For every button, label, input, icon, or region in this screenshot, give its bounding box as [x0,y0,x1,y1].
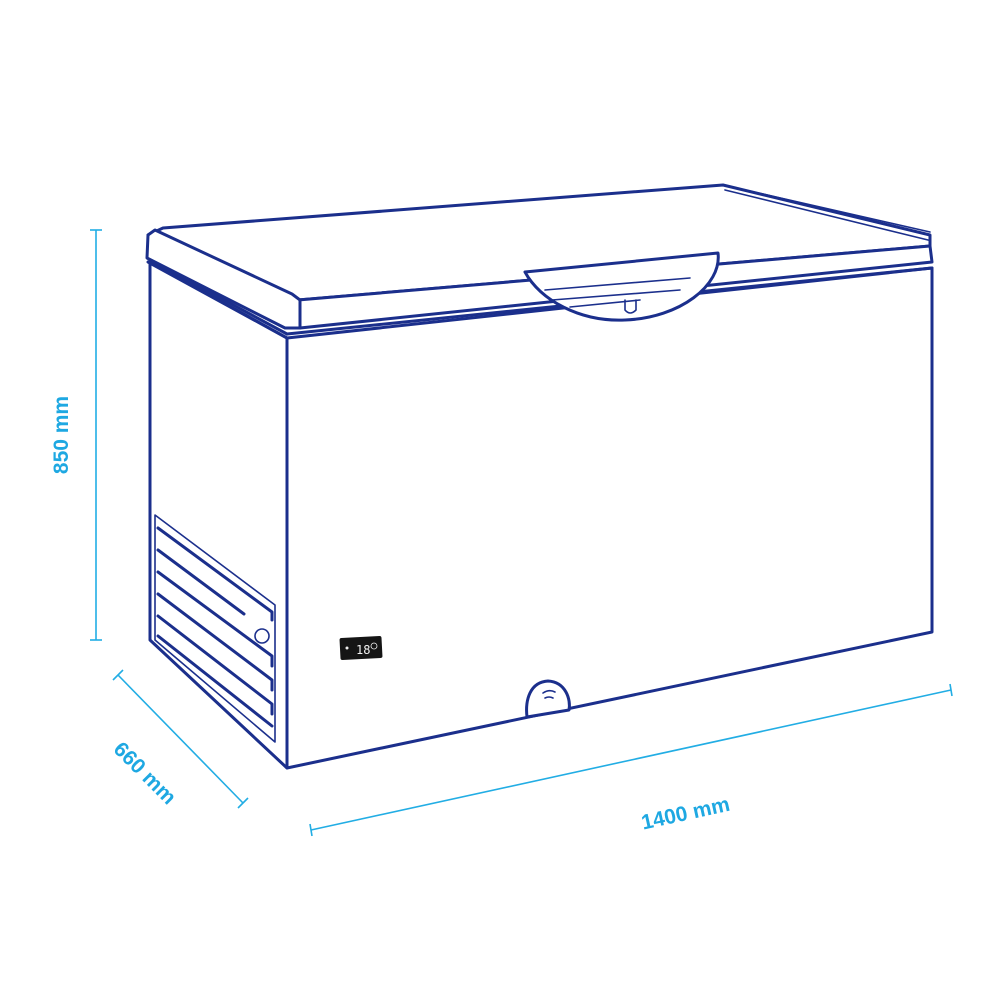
lid-handle [523,251,720,322]
depth-dimension [112,669,249,809]
height-dimension [90,229,102,641]
height-label: 850 mm [50,396,73,474]
width-dimension [309,683,953,837]
body-front-face [285,266,934,770]
drain-cover [525,679,571,719]
control-display: 18 [339,636,383,660]
body-left-side [148,260,289,770]
freezer-body [146,260,934,770]
vent-grille [154,514,276,743]
width-label: 1400 mm [639,793,732,835]
temperature-readout: 18 [356,643,370,657]
vent-knob-icon [254,628,270,644]
depth-label: 660 mm [109,738,181,810]
